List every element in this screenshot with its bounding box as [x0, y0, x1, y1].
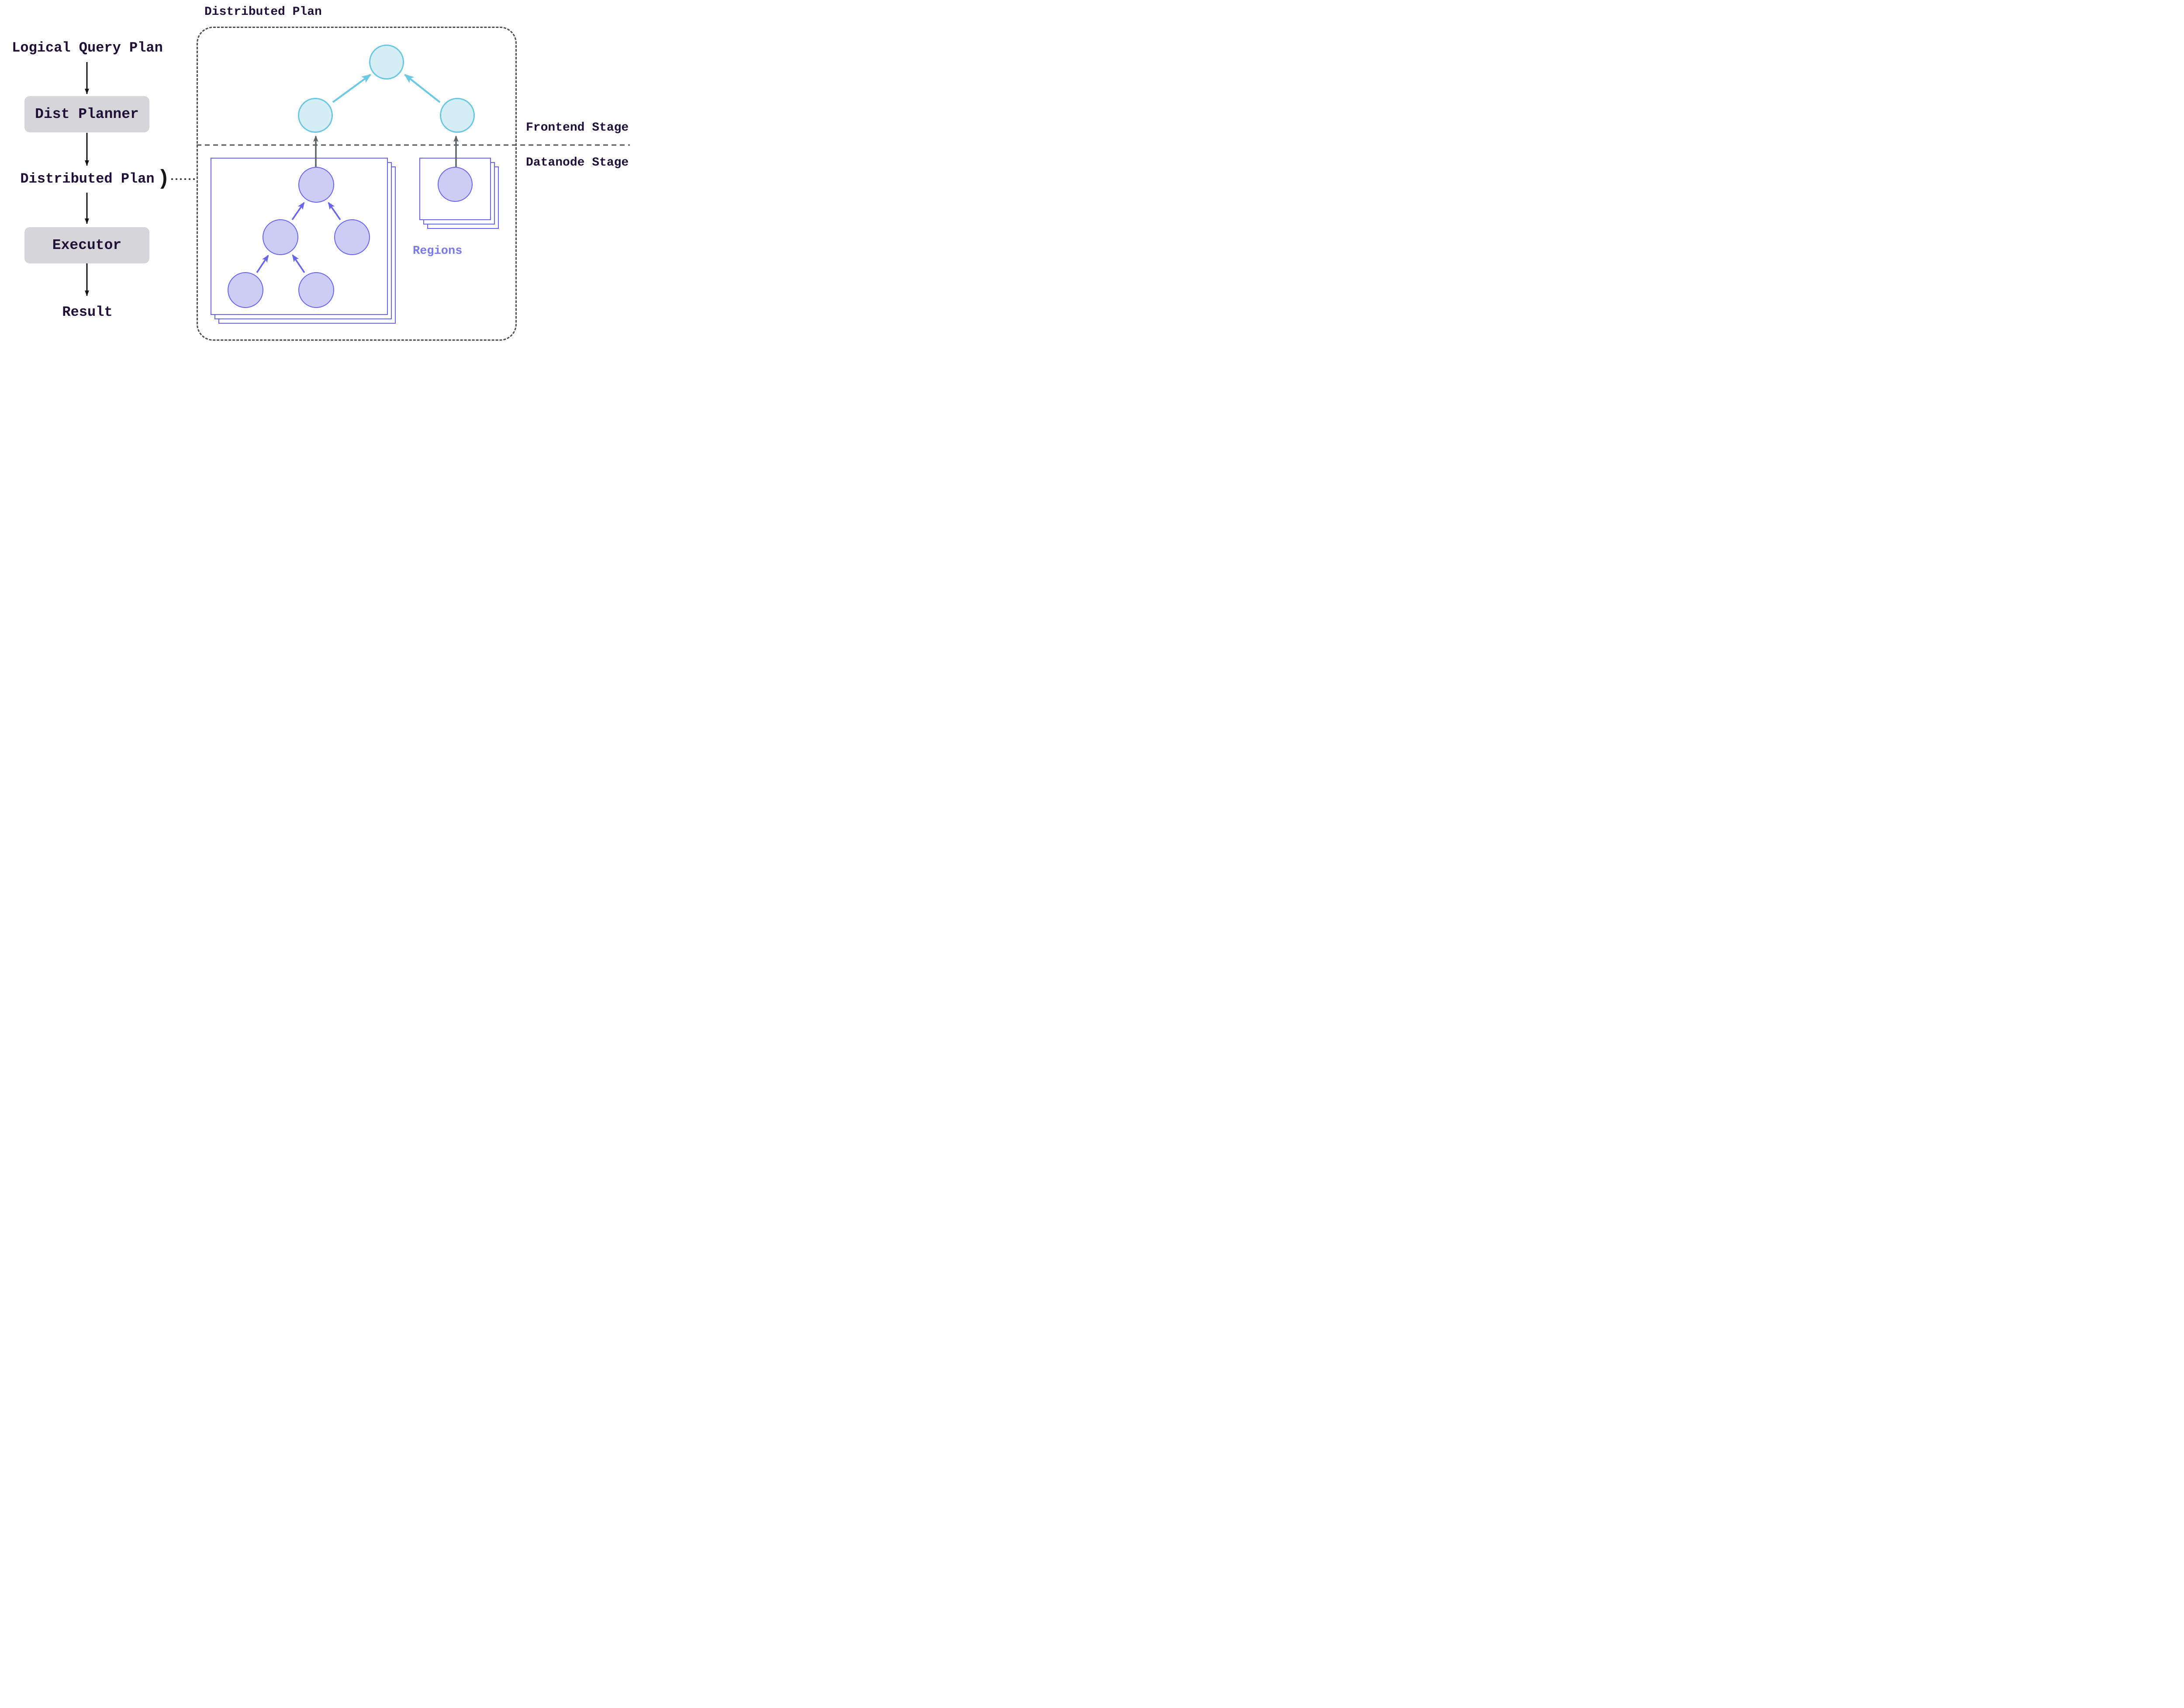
dist-planner-box: Dist Planner — [24, 96, 149, 132]
tree-mid-left-node — [263, 219, 298, 255]
frontend-stage-label: Frontend Stage — [526, 121, 629, 135]
distributed-query-diagram: Logical Query Plan Dist Planner Distribu… — [0, 0, 638, 342]
frontend-left-node — [298, 98, 333, 133]
datanode-stage-label: Datanode Stage — [526, 156, 629, 169]
dist-planner-label: Dist Planner — [35, 106, 139, 122]
region-node — [438, 167, 473, 202]
brace-glyph: ) — [157, 167, 170, 191]
executor-label: Executor — [52, 237, 122, 253]
logical-query-plan-label: Logical Query Plan — [12, 40, 163, 56]
regions-label: Regions — [413, 245, 463, 258]
tree-leaf-left-node — [228, 272, 263, 308]
tree-root-node — [298, 167, 334, 203]
distributed-plan-box — [197, 27, 517, 341]
tree-mid-right-node — [334, 219, 370, 255]
frontend-root-node — [369, 45, 404, 80]
plan-box-title: Distributed Plan — [204, 5, 322, 19]
tree-leaf-mid-node — [298, 272, 334, 308]
frontend-right-node — [440, 98, 475, 133]
result-label: Result — [62, 304, 113, 320]
distributed-plan-label: Distributed Plan — [20, 171, 155, 187]
executor-box: Executor — [24, 227, 149, 263]
